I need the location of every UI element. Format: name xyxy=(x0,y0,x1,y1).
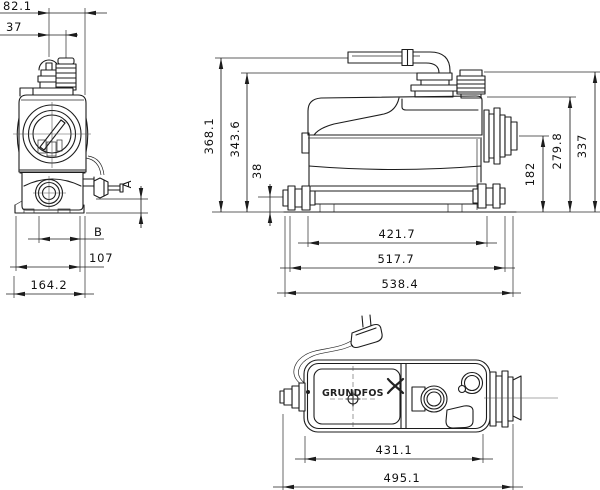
dim-front-a-label: A xyxy=(120,180,134,189)
side-extension-lines xyxy=(212,57,600,297)
dim-side-coupling-height-label: 343.6 xyxy=(228,121,242,158)
dim-side-length-couplings-label: 517.7 xyxy=(378,252,415,266)
dim-front-base-offset: 107 xyxy=(10,251,113,270)
grundfos-x-icon xyxy=(386,377,405,395)
top-left-port xyxy=(279,382,310,412)
dim-front-top-width-label: 82.1 xyxy=(3,0,32,13)
dim-front-top-width: 82.1 xyxy=(0,0,107,16)
dim-side-length-couplings: 517.7 xyxy=(280,252,515,271)
top-right-port xyxy=(445,371,484,429)
dim-side-lid-height-label: 279.8 xyxy=(550,133,564,170)
front-extension-lines xyxy=(13,8,148,298)
dim-top-overall-length-label: 495.1 xyxy=(384,471,421,485)
side-left-coupling xyxy=(282,185,316,211)
side-tank-body xyxy=(283,95,517,213)
dim-front-vent-spacing-label: 37 xyxy=(6,20,22,34)
front-drain-valve xyxy=(82,155,124,199)
front-vent-connector xyxy=(55,57,77,91)
front-view: 82.1 37 A B 107 xyxy=(0,0,148,298)
dim-side-inlet-height: 38 xyxy=(250,163,273,226)
dim-side-coupling-height: 343.6 xyxy=(228,73,250,212)
top-center-mark xyxy=(330,366,378,430)
front-body-outline xyxy=(13,57,91,214)
dim-front-b: B xyxy=(28,225,104,242)
side-view: 368.1 343.6 38 182 279.8 xyxy=(202,48,600,297)
dim-top-body-length: 431.1 xyxy=(295,443,493,462)
dim-front-b-label: B xyxy=(94,225,103,239)
dim-side-total-height: 368.1 xyxy=(202,58,224,212)
dim-top-body-length-label: 431.1 xyxy=(376,443,413,457)
top-view: GRUNDFOS xyxy=(273,314,558,490)
dim-side-tank-length-label: 421.7 xyxy=(379,227,416,241)
dim-side-outlet-top-height: 337 xyxy=(575,72,598,212)
dim-front-base-width: 164.2 xyxy=(6,278,94,297)
dim-side-tank-length: 421.7 xyxy=(298,227,497,246)
dim-side-outlet-top-height-label: 337 xyxy=(575,134,589,158)
dim-side-port-height: 182 xyxy=(523,136,546,212)
dim-side-inlet-height-label: 38 xyxy=(250,163,264,179)
top-extension-lines xyxy=(282,414,514,490)
dim-front-vent-spacing: 37 xyxy=(0,20,78,38)
dim-front-base-width-label: 164.2 xyxy=(31,278,68,292)
dim-side-lid-height: 279.8 xyxy=(550,97,573,212)
top-mid-port xyxy=(411,385,448,413)
dim-front-base-offset-label: 107 xyxy=(89,251,113,265)
side-right-port xyxy=(483,107,518,165)
top-side-connector xyxy=(484,370,558,428)
dim-side-overall-length: 538.4 xyxy=(277,277,521,296)
dim-front-a: A xyxy=(120,180,144,228)
dim-side-overall-length-label: 538.4 xyxy=(382,277,419,291)
dim-top-overall-length: 495.1 xyxy=(273,471,523,490)
side-right-coupling xyxy=(472,183,506,209)
side-outlet-connector xyxy=(456,69,486,99)
dim-side-total-height-label: 368.1 xyxy=(202,118,216,155)
dim-side-port-height-label: 182 xyxy=(523,162,537,186)
